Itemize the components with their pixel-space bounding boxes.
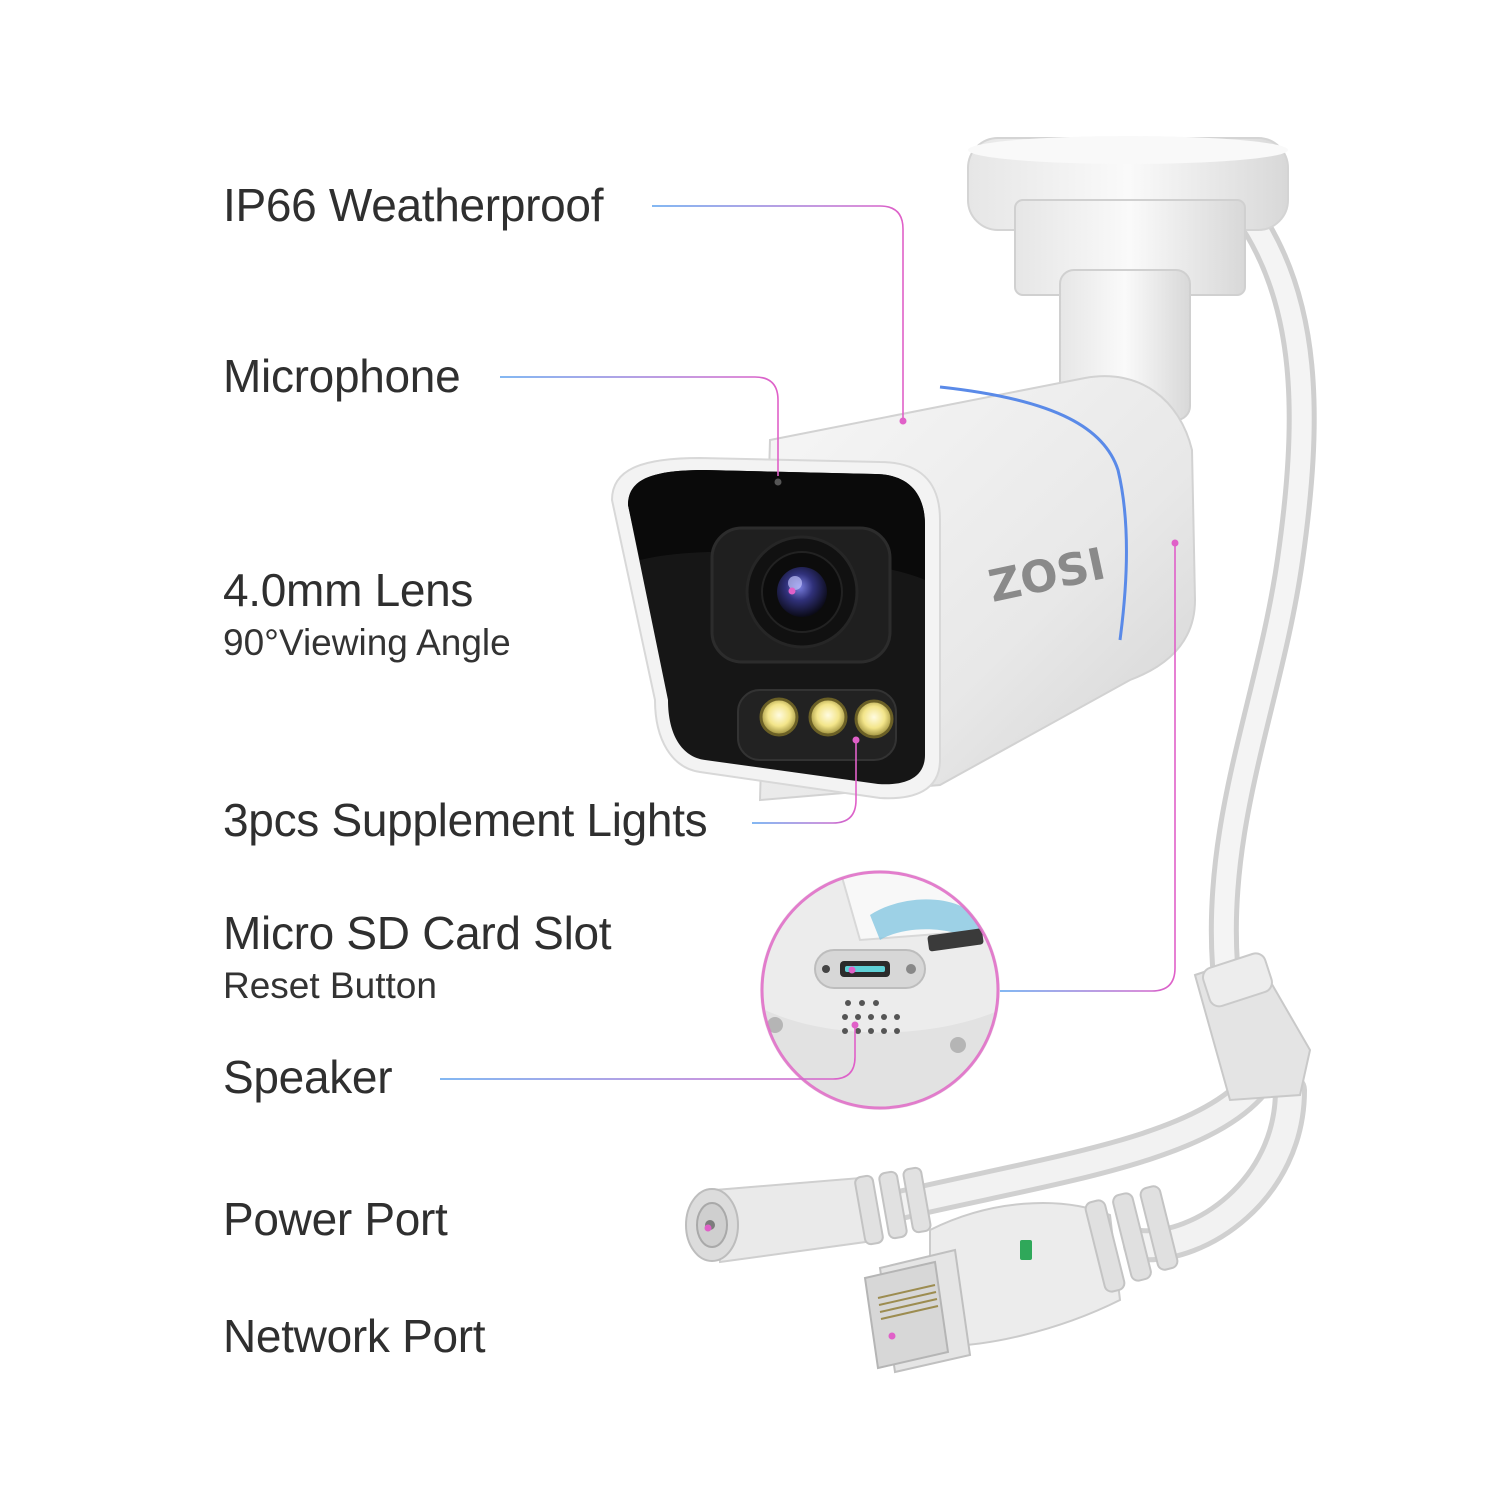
label-supplement-lights: 3pcs Supplement Lights [223,794,708,846]
camera-front [610,456,941,800]
line-lights [752,742,857,824]
line-speaker [440,1027,856,1080]
label-lens: 4.0mm Lens [223,564,474,616]
line-zoom-link [1000,546,1176,992]
label-speaker: Speaker [223,1051,393,1103]
cable [884,195,1317,1263]
reset-button-icon [822,965,830,973]
line-weatherproof [652,205,904,418]
cable-splitter [1193,952,1312,1102]
lens-icon [777,567,827,617]
line-microphone [500,376,779,476]
label-network-port: Network Port [223,1310,486,1362]
sd-slot-zoom [760,870,1000,1110]
speaker-grille-icon [842,1000,900,1034]
label-power-port: Power Port [223,1193,448,1245]
network-connector [863,1185,1179,1374]
label-weatherproof: IP66 Weatherproof [223,179,604,231]
callout-lines [440,205,1179,1340]
status-led-icon [1020,1240,1032,1260]
supplement-light-icons [759,697,894,739]
wall-mount [967,136,1289,421]
power-connector [685,1166,932,1264]
label-microphone: Microphone [223,350,461,402]
network-port-icon [877,1284,939,1320]
microphone-hole-icon [774,478,782,486]
label-reset-button: Reset Button [223,965,437,1006]
label-sd-slot: Micro SD Card Slot [223,907,612,959]
label-lens-angle: 90°Viewing Angle [223,622,511,663]
